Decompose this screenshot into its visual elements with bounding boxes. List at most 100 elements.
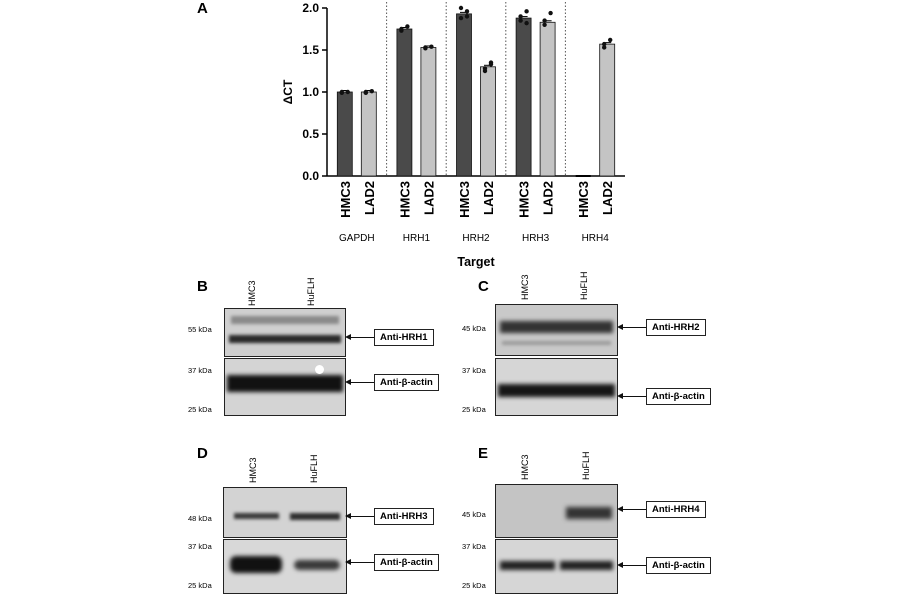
band [230,556,282,573]
y-axis-title: ΔCT [281,79,295,104]
label-anti-hrh1: Anti-HRH1 [374,329,434,346]
arrow [617,323,646,331]
bar-label: HMC3 [397,181,412,218]
category-label: HRH4 [582,233,610,244]
data-point [602,45,607,50]
bar-label: HMC3 [338,181,353,218]
label-anti-hrh2: Anti-HRH2 [646,319,706,336]
bar-label: LAD2 [421,181,436,215]
lane-label-huflh: HuFLH [309,454,319,483]
bar-label: HMC3 [517,181,532,218]
bar [515,17,532,177]
data-point [429,44,434,49]
marker-55kda: 55 kDa [188,325,212,334]
data-point [339,89,344,95]
category-label: HRH2 [462,233,490,244]
band [290,513,340,520]
data-point [608,37,613,43]
blot-d-actin [223,539,347,594]
marker-37kda: 37 kDa [462,366,486,375]
band [500,321,613,333]
band [500,561,555,570]
arrow [617,561,646,569]
lane-label-hmc3: HMC3 [248,457,258,483]
bar [360,91,377,177]
blot-c-actin [495,358,618,416]
marker-25kda: 25 kDa [462,405,486,414]
arrow [617,392,646,400]
band [566,507,612,519]
bar-label: LAD2 [362,181,377,215]
data-point [399,26,404,32]
data-point [423,45,428,50]
bar-label: LAD2 [541,181,556,215]
marker-37kda: 37 kDa [462,542,486,551]
arrow [345,333,374,341]
blot-d-hrh3 [223,487,347,538]
data-point [458,15,464,21]
label-anti-actin: Anti-β-actin [374,374,439,391]
lane-label-hmc3: HMC3 [520,274,530,300]
y-tick-label: 0.5 [302,127,319,141]
bar-label: LAD2 [600,181,615,215]
data-point [524,9,529,14]
y-tick-label: 1.5 [302,43,319,57]
marker-25kda: 25 kDa [188,581,212,590]
band [231,316,339,324]
blot-e-hrh4 [495,484,618,538]
category-label: GAPDH [339,233,375,244]
marker-37kda: 37 kDa [188,366,212,375]
category-label: HRH1 [403,233,431,244]
data-point [542,22,547,27]
y-tick-label: 1.0 [302,85,319,99]
data-point [458,5,464,11]
bar [599,43,616,177]
panel-letter-e: E [478,445,489,462]
panel-letter-d: D [197,445,208,462]
panel-letter-b: B [197,278,208,295]
lane-label-huflh: HuFLH [306,277,316,306]
bar [456,13,472,177]
y-tick-label: 0.0 [302,169,319,183]
marker-37kda: 37 kDa [188,542,212,551]
label-anti-actin: Anti-β-actin [374,554,439,571]
x-axis-title: Target [457,255,495,269]
bar [539,21,556,177]
band [294,560,340,570]
data-point [363,90,368,96]
lane-label-hmc3: HMC3 [247,280,257,306]
marker-25kda: 25 kDa [188,405,212,414]
band [227,375,343,392]
marker-45kda: 45 kDa [462,510,486,519]
bar [420,47,437,177]
band [498,384,615,397]
category-label: HRH3 [522,233,550,244]
bubble [315,365,324,374]
data-point [464,14,470,19]
bar [396,28,413,177]
bar [336,91,353,177]
blot-b-hrh1 [224,308,346,357]
bar-label: HMC3 [576,181,591,218]
data-point [548,10,553,16]
band [229,335,341,343]
arrow [617,505,646,513]
lane-label-huflh: HuFLH [581,451,591,480]
marker-25kda: 25 kDa [462,581,486,590]
blot-b-actin [224,358,346,416]
bar [480,66,496,177]
data-point [488,62,494,67]
arrow [345,558,374,566]
bar-label: HMC3 [457,181,472,218]
lane-label-huflh: HuFLH [579,271,589,300]
bar-label: LAD2 [481,181,496,215]
data-point [345,89,350,95]
label-anti-hrh3: Anti-HRH3 [374,508,434,525]
band [502,341,611,345]
label-anti-hrh4: Anti-HRH4 [646,501,706,518]
label-anti-actin: Anti-β-actin [646,557,711,574]
band [234,513,279,519]
data-point [542,18,547,23]
data-point [405,24,410,29]
